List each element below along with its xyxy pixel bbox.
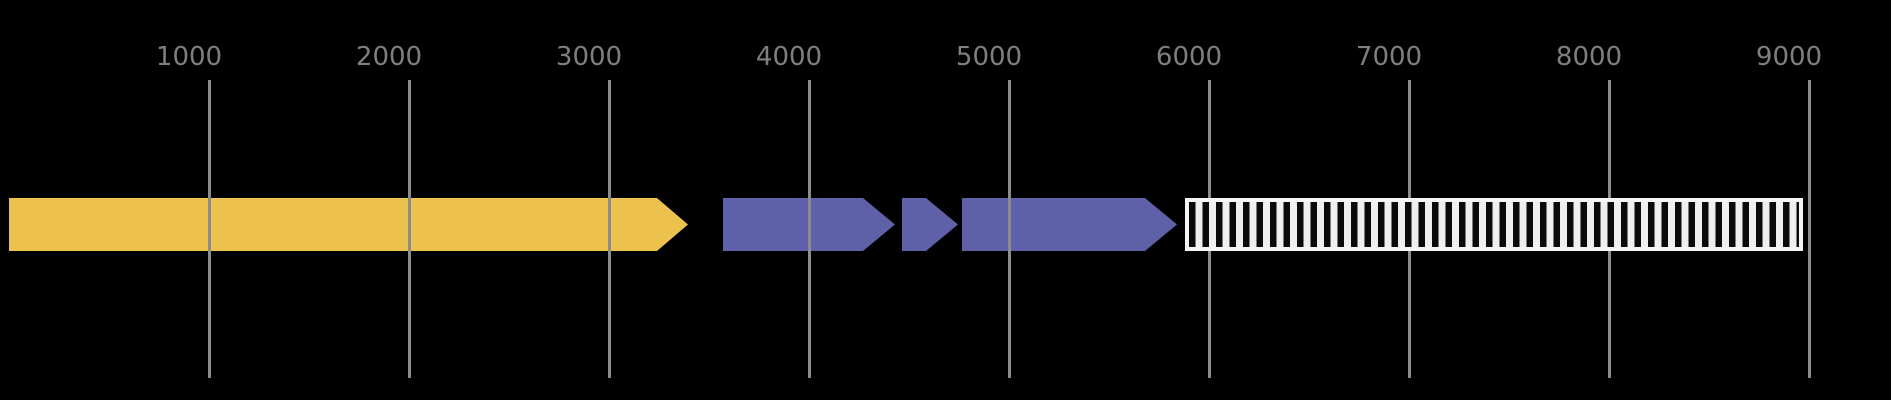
axis-gridline-1000 xyxy=(207,80,211,378)
axis-tick-label-7000: 7000 xyxy=(1355,42,1423,72)
gene-arrow-3 xyxy=(902,198,958,251)
axis-gridline-3000 xyxy=(607,80,611,378)
axis-tick-label-4000: 4000 xyxy=(755,42,823,72)
axis-gridline-2000 xyxy=(407,80,411,378)
hatched-region xyxy=(1185,198,1803,251)
axis-tick-label-2000: 2000 xyxy=(355,42,423,72)
gene-arrow-4 xyxy=(962,198,1177,251)
axis-gridline-5000 xyxy=(1007,80,1011,378)
axis-tick-label-3000: 3000 xyxy=(555,42,623,72)
axis-tick-label-5000: 5000 xyxy=(955,42,1023,72)
axis-gridline-9000 xyxy=(1807,80,1811,378)
axis-tick-label-8000: 8000 xyxy=(1555,42,1623,72)
gene-arrow-1 xyxy=(9,198,688,251)
axis-tick-label-6000: 6000 xyxy=(1155,42,1223,72)
axis-tick-label-1000: 1000 xyxy=(155,42,223,72)
axis-tick-label-9000: 9000 xyxy=(1755,42,1823,72)
axis-gridline-4000 xyxy=(807,80,811,378)
